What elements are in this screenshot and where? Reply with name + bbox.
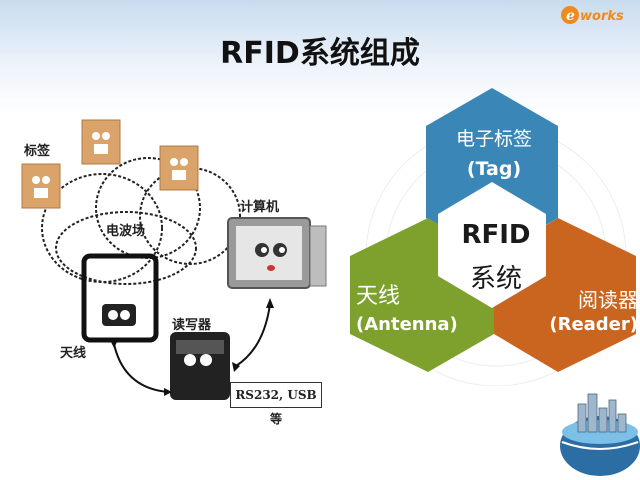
city-globe-decoration — [560, 393, 640, 476]
computer-label: 计算机 — [240, 200, 280, 215]
center-line1: RFID — [461, 220, 531, 250]
tag-cards — [21, 119, 199, 209]
field-label: 电波场 — [106, 224, 146, 239]
svg-text:e: e — [566, 8, 575, 24]
computer-device — [227, 217, 327, 289]
reader-device — [170, 332, 230, 400]
antenna-device — [81, 253, 159, 343]
interface-label: RS232, USB等 — [230, 382, 322, 426]
eworks-logo: e works — [561, 6, 624, 24]
rfid-illustration — [21, 119, 327, 400]
connection-arrows — [113, 303, 271, 393]
tag-label: 标签 — [24, 144, 51, 159]
center-hexagon — [438, 182, 546, 308]
antenna-label: 天线 — [60, 346, 87, 361]
tag-en: (Tag) — [466, 158, 522, 180]
rfid-component-diagram — [350, 88, 636, 386]
reader-en: (Reader) — [549, 314, 638, 335]
page-title: RFID系统组成 — [220, 36, 420, 71]
antenna-cn: 天线 — [356, 284, 401, 309]
logo-text: works — [580, 9, 624, 24]
reader-cn: 阅读器 — [578, 288, 638, 312]
center-line2: 系统 — [469, 264, 522, 294]
tag-cn: 电子标签 — [455, 128, 532, 150]
reader-label: 读写器 — [172, 318, 212, 333]
antenna-en: (Antenna) — [356, 314, 458, 335]
